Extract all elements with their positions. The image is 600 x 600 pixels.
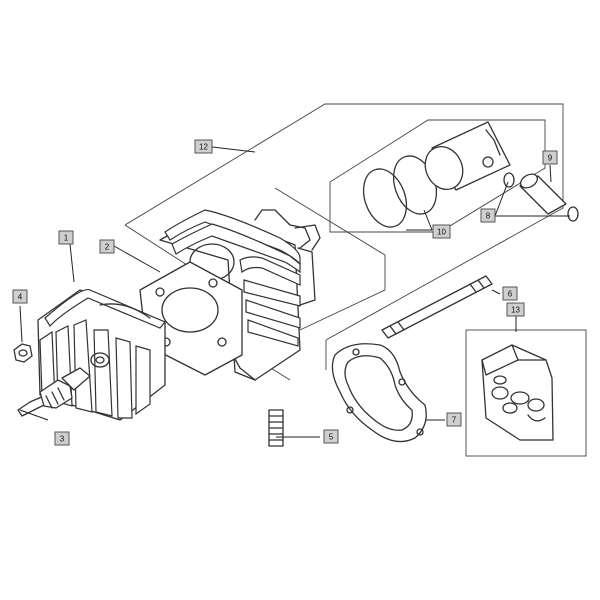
callout-13: 13 bbox=[506, 302, 525, 317]
stud-bolt bbox=[268, 409, 284, 447]
svg-text:10: 10 bbox=[437, 228, 446, 237]
gasket-kit-box bbox=[465, 329, 587, 457]
callout-3: 3 bbox=[54, 431, 70, 446]
callout-9: 9 bbox=[542, 150, 558, 165]
callout-12: 12 bbox=[194, 139, 213, 154]
svg-text:6: 6 bbox=[508, 290, 513, 299]
spark-plug bbox=[17, 367, 91, 417]
base-gasket bbox=[331, 343, 427, 443]
callout-5: 5 bbox=[323, 429, 339, 444]
piston-pin bbox=[519, 173, 567, 215]
nut bbox=[13, 343, 33, 363]
svg-text:2: 2 bbox=[105, 243, 110, 252]
svg-text:3: 3 bbox=[60, 435, 65, 444]
callout-2: 2 bbox=[99, 239, 115, 254]
callout-4: 4 bbox=[12, 289, 28, 304]
piston bbox=[424, 121, 511, 191]
long-stud bbox=[381, 275, 493, 339]
svg-text:8: 8 bbox=[486, 212, 491, 221]
svg-text:4: 4 bbox=[18, 293, 23, 302]
svg-text:13: 13 bbox=[511, 306, 520, 315]
circlips bbox=[503, 172, 579, 222]
callout-1: 1 bbox=[58, 230, 74, 245]
svg-text:12: 12 bbox=[199, 143, 208, 152]
callout-7: 7 bbox=[446, 412, 462, 427]
piston-group-outline bbox=[329, 119, 546, 233]
callout-10: 10 bbox=[432, 224, 451, 239]
leader-lines bbox=[19, 146, 570, 438]
svg-text:5: 5 bbox=[329, 433, 334, 442]
svg-text:7: 7 bbox=[452, 416, 457, 425]
callout-6: 6 bbox=[502, 286, 518, 301]
svg-text:9: 9 bbox=[548, 154, 553, 163]
callout-8: 8 bbox=[480, 208, 496, 223]
svg-text:1: 1 bbox=[64, 234, 69, 243]
